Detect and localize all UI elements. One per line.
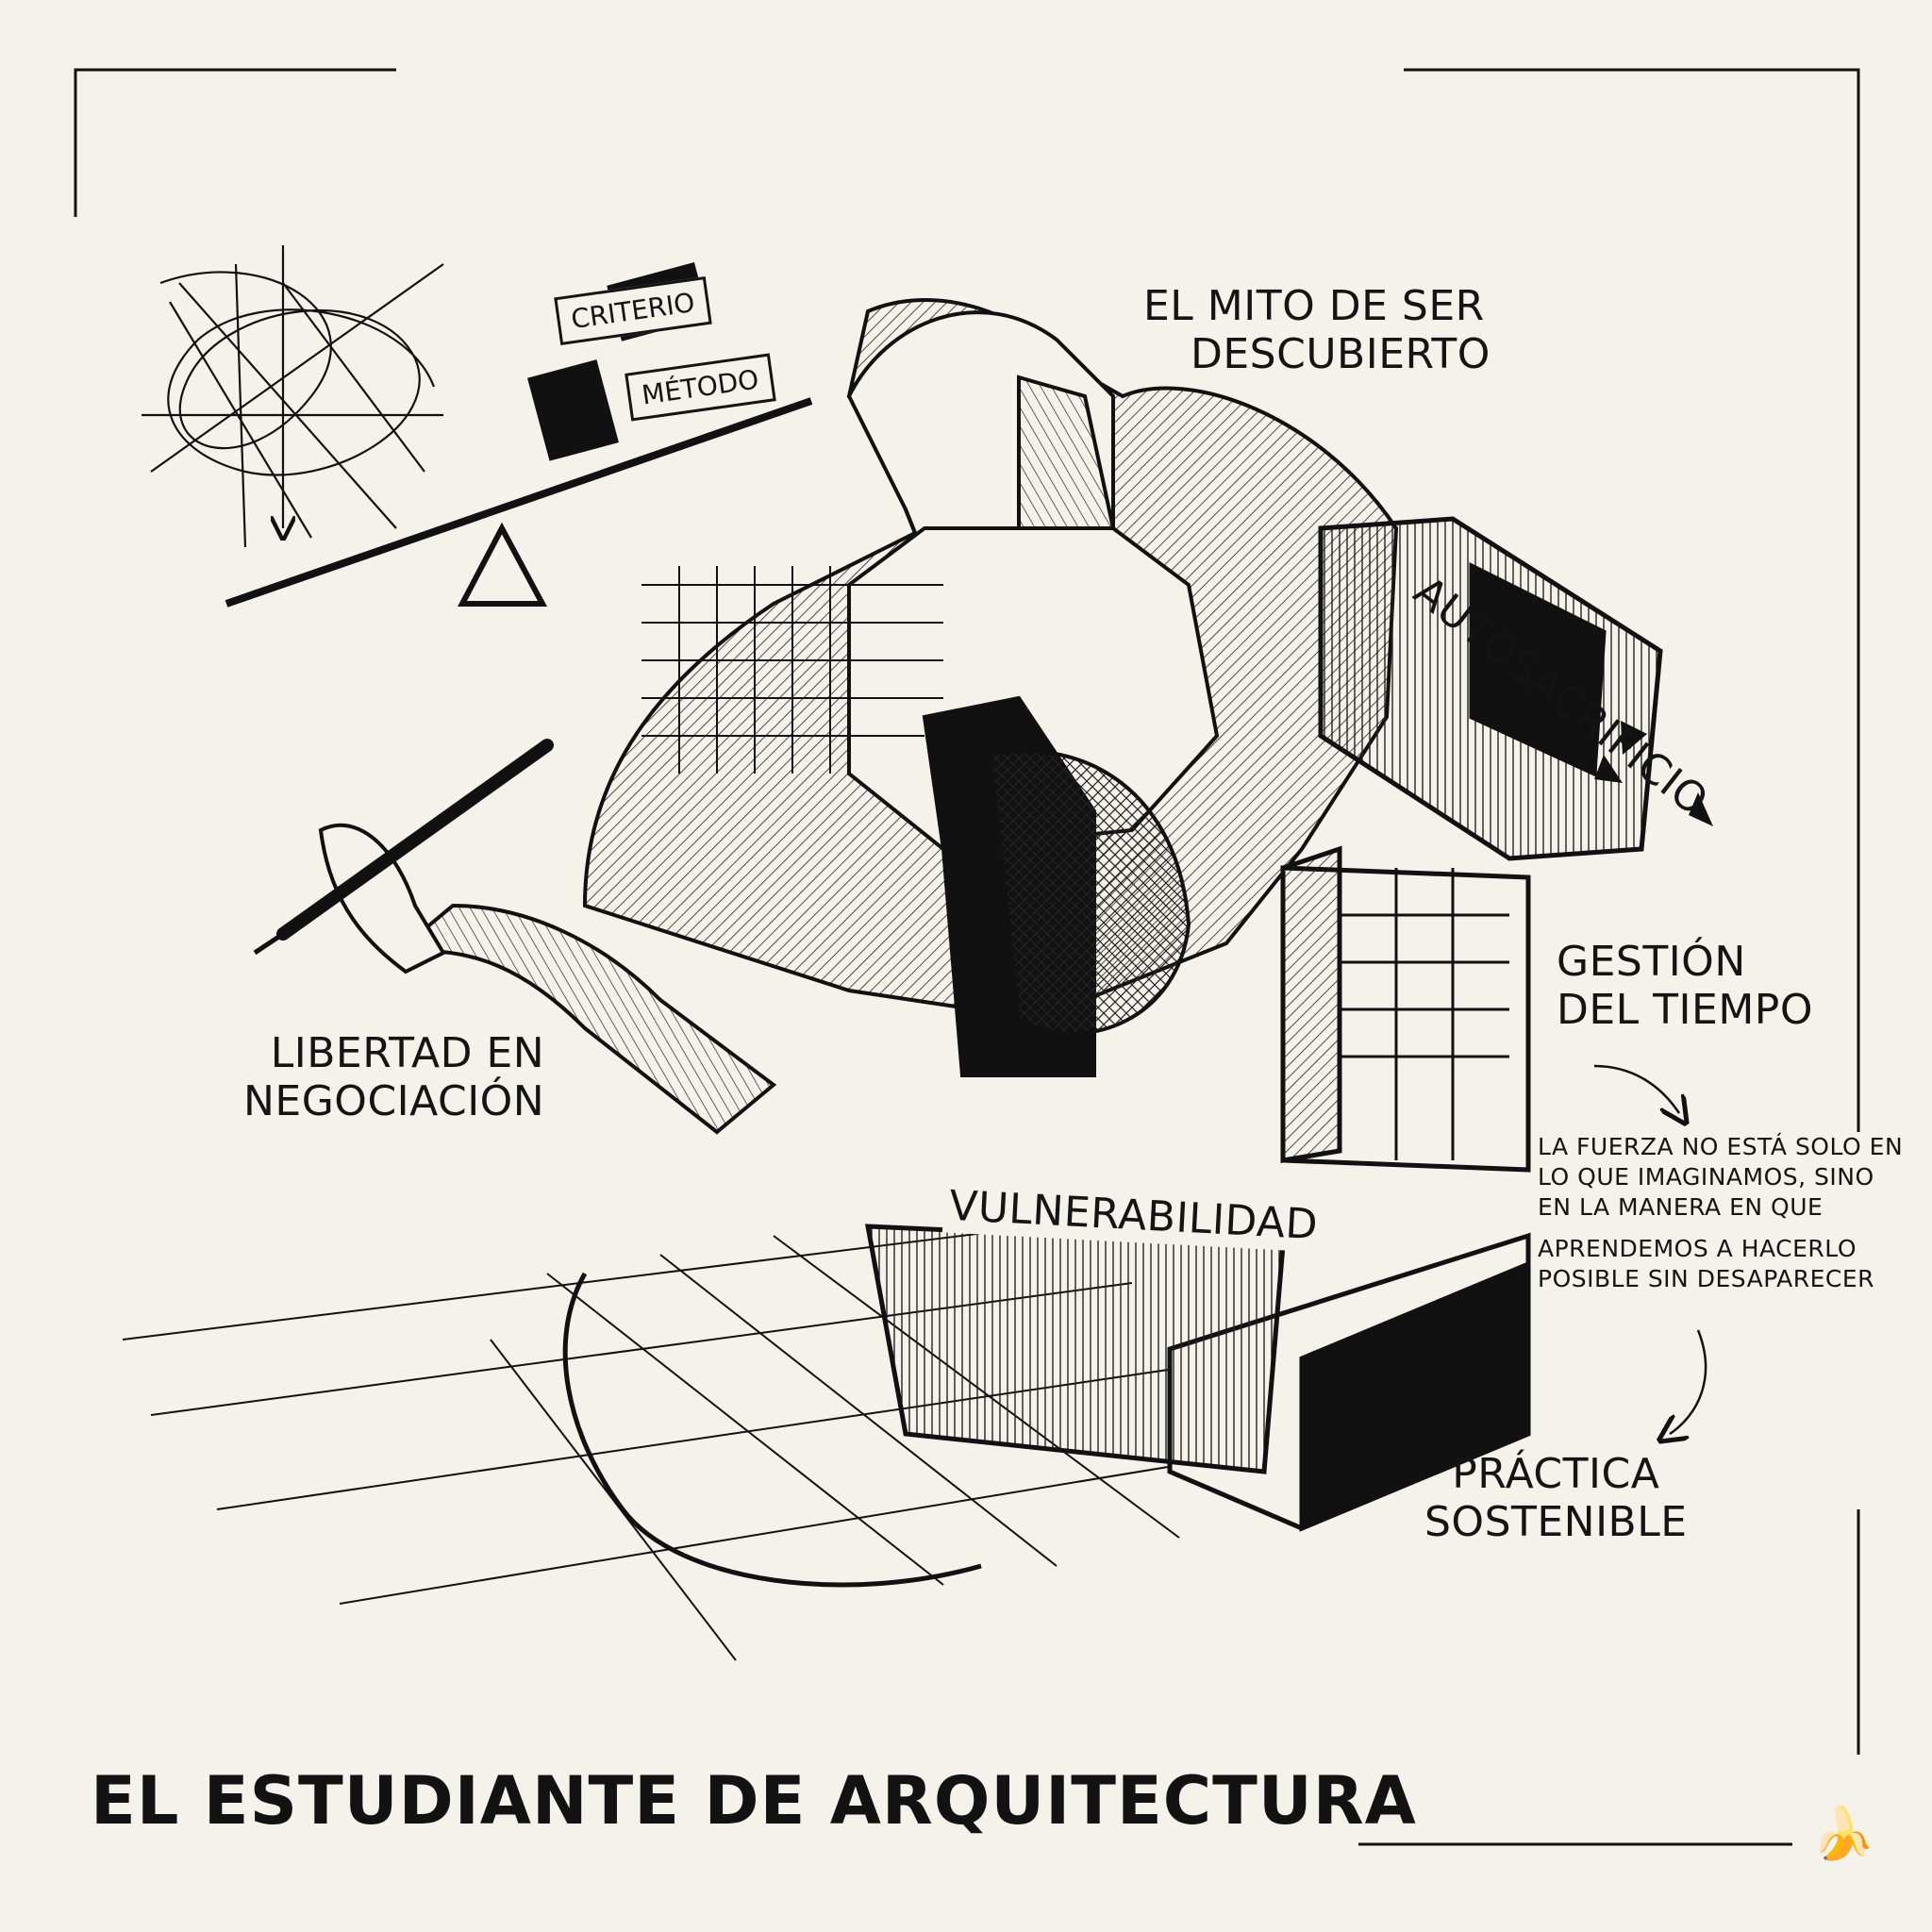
mito-line1: EL MITO DE SER: [1143, 282, 1485, 330]
banana-icon: 🍌: [1811, 1804, 1875, 1863]
scribble: [142, 245, 444, 548]
mito-line2: DESCUBIERTO: [1191, 329, 1491, 378]
libertad-line1: LIBERTAD EN: [270, 1029, 545, 1077]
frame-lines: [74, 68, 1860, 1846]
building-blocks: [562, 516, 1663, 1588]
drawing-arm: [253, 739, 777, 1135]
gestion-line2: DEL TIEMPO: [1557, 985, 1813, 1034]
practica-line2: SOSTENIBLE: [1424, 1497, 1688, 1546]
falling-fragments: [1594, 721, 1713, 826]
annotation-arrows: [1593, 1064, 1707, 1434]
libertad-line2: NEGOCIACIÓN: [243, 1076, 545, 1125]
practica-label: PRÁCTICA SOSTENIBLE: [1424, 1450, 1688, 1546]
libertad-label: LIBERTAD EN NEGOCIACIÓN: [243, 1029, 545, 1125]
gestion-line1: GESTIÓN: [1557, 938, 1746, 986]
gestion-label: GESTIÓN DEL TIEMPO: [1557, 938, 1813, 1034]
quote-line-3: EN LA MANERA EN QUE: [1538, 1193, 1824, 1221]
quote-line-4: APRENDEMOS A HACERLO: [1538, 1235, 1857, 1262]
mito-label: EL MITO DE SER DESCUBIERTO: [1143, 282, 1491, 378]
balance-scale: [225, 261, 813, 608]
quote-line-2: LO QUE IMAGINAMOS, SINO: [1538, 1163, 1874, 1191]
student-figure: [582, 298, 1399, 1077]
practica-line1: PRÁCTICA: [1452, 1450, 1660, 1498]
quote-line-5: POSIBLE SIN DESAPARECER: [1538, 1265, 1875, 1292]
page-title: EL ESTUDIANTE DE ARQUITECTURA: [91, 1762, 1417, 1840]
quote-line-1: LA FUERZA NO ESTÁ SOLO EN: [1538, 1133, 1904, 1160]
quote-block: LA FUERZA NO ESTÁ SOLO EN LO QUE IMAGINA…: [1538, 1132, 1903, 1294]
